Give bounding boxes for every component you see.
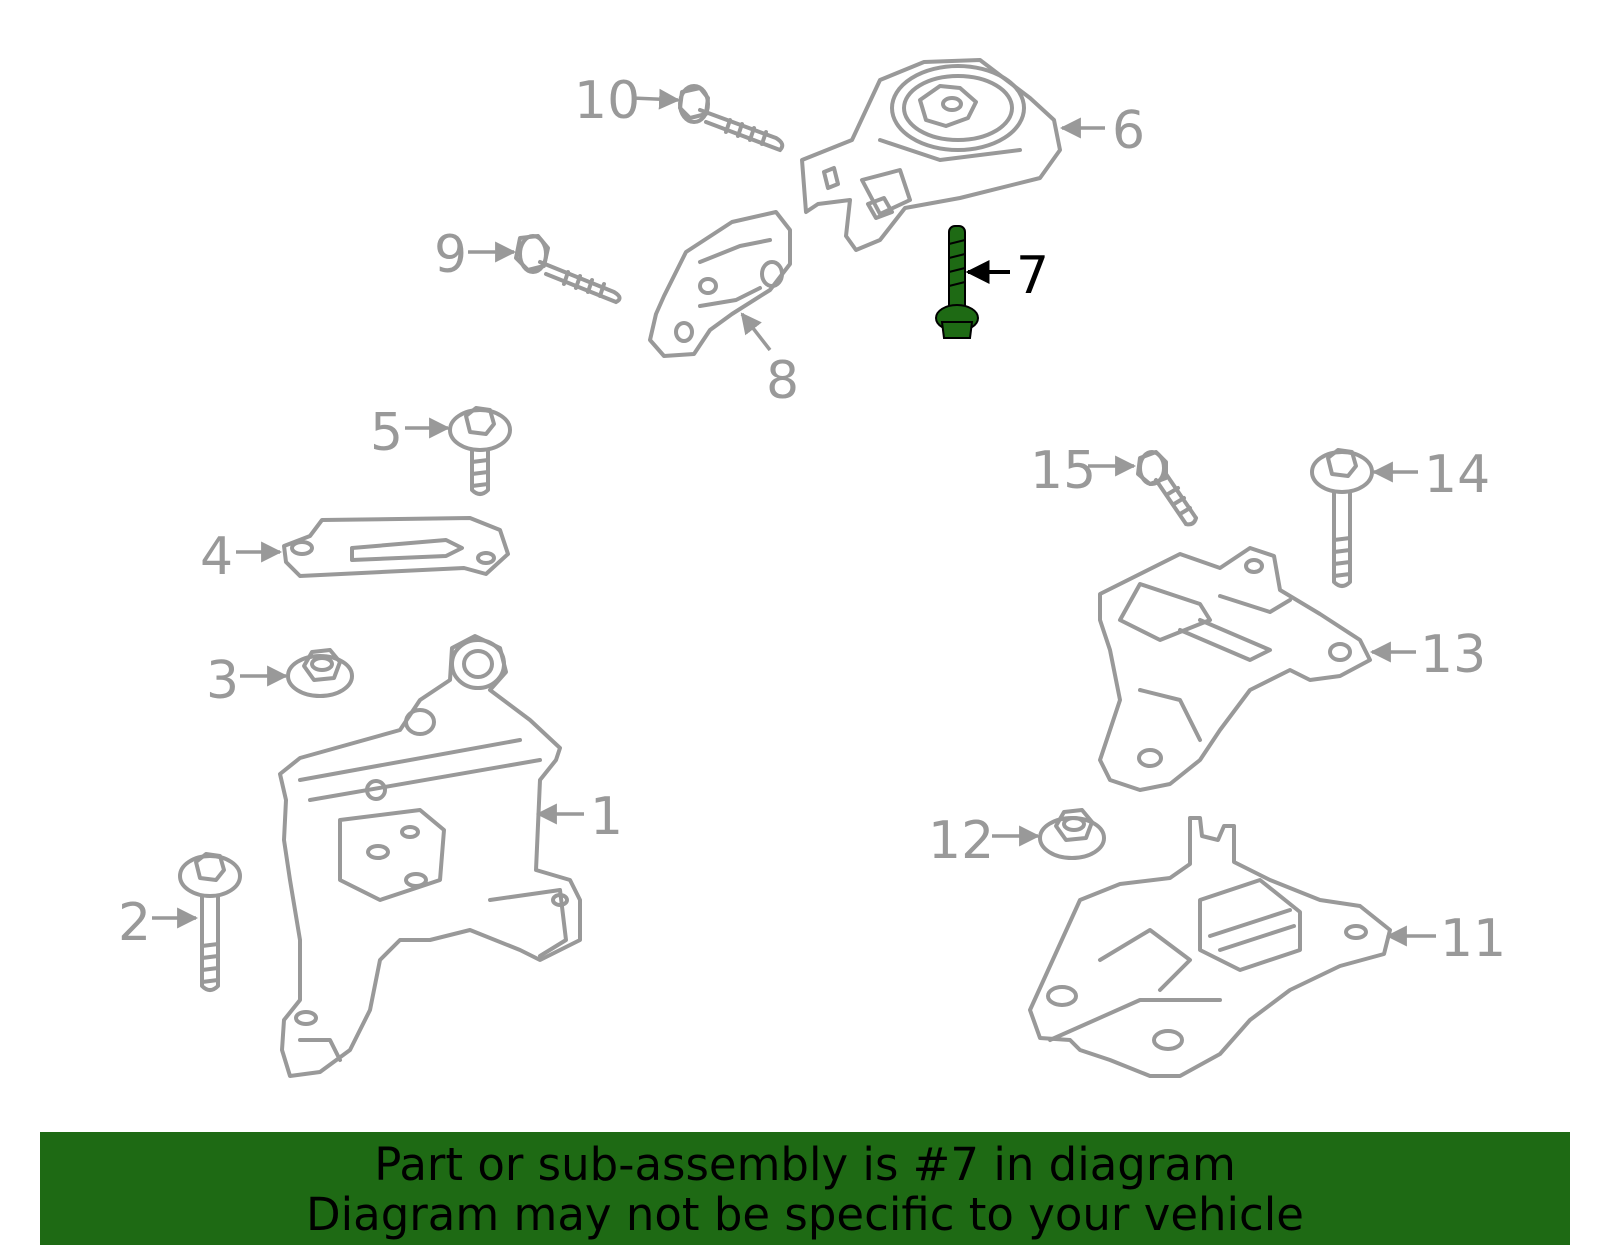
callout-1[interactable]: 1 <box>590 787 623 847</box>
part-11-transmission-mount[interactable] <box>1028 816 1392 1078</box>
callout-4[interactable]: 4 <box>200 527 233 587</box>
callout-13[interactable]: 13 <box>1420 625 1486 685</box>
part-8-bracket[interactable] <box>648 210 792 358</box>
part-notice-banner: Part or sub-assembly is #7 in diagram Di… <box>40 1132 1570 1245</box>
part-4-bracket[interactable] <box>282 516 510 578</box>
callout-12[interactable]: 12 <box>928 811 994 871</box>
part-9-bolt[interactable] <box>514 234 622 304</box>
callout-11[interactable]: 11 <box>1440 909 1506 969</box>
part-6-rear-mount[interactable] <box>800 58 1062 252</box>
callout-6[interactable]: 6 <box>1112 101 1145 161</box>
callout-14[interactable]: 14 <box>1424 445 1490 505</box>
part-12-nut[interactable] <box>1038 808 1106 860</box>
leader-8 <box>740 312 772 352</box>
callout-2[interactable]: 2 <box>118 893 151 953</box>
callout-10[interactable]: 10 <box>574 71 640 131</box>
leader-10 <box>631 88 681 110</box>
callout-7[interactable]: 7 <box>1016 246 1049 306</box>
callout-15[interactable]: 15 <box>1030 441 1096 501</box>
banner-line-part-number: Part or sub-assembly is #7 in diagram <box>374 1138 1236 1191</box>
callout-9[interactable]: 9 <box>434 225 467 285</box>
banner-line-disclaimer: Diagram may not be specific to your vehi… <box>306 1188 1304 1241</box>
callout-5[interactable]: 5 <box>370 403 403 463</box>
part-14-bolt[interactable] <box>1310 448 1374 588</box>
part-10-bolt[interactable] <box>678 84 785 152</box>
part-15-bolt[interactable] <box>1136 450 1198 527</box>
part-2-bolt[interactable] <box>178 852 242 992</box>
part-1-engine-mount[interactable] <box>278 634 582 1078</box>
callout-8[interactable]: 8 <box>766 351 799 411</box>
part-7-bolt-highlighted[interactable] <box>935 225 979 339</box>
part-13-bracket[interactable] <box>1098 546 1372 792</box>
part-3-nut[interactable] <box>286 648 354 698</box>
part-5-bolt[interactable] <box>448 406 512 496</box>
callout-3[interactable]: 3 <box>206 651 239 711</box>
